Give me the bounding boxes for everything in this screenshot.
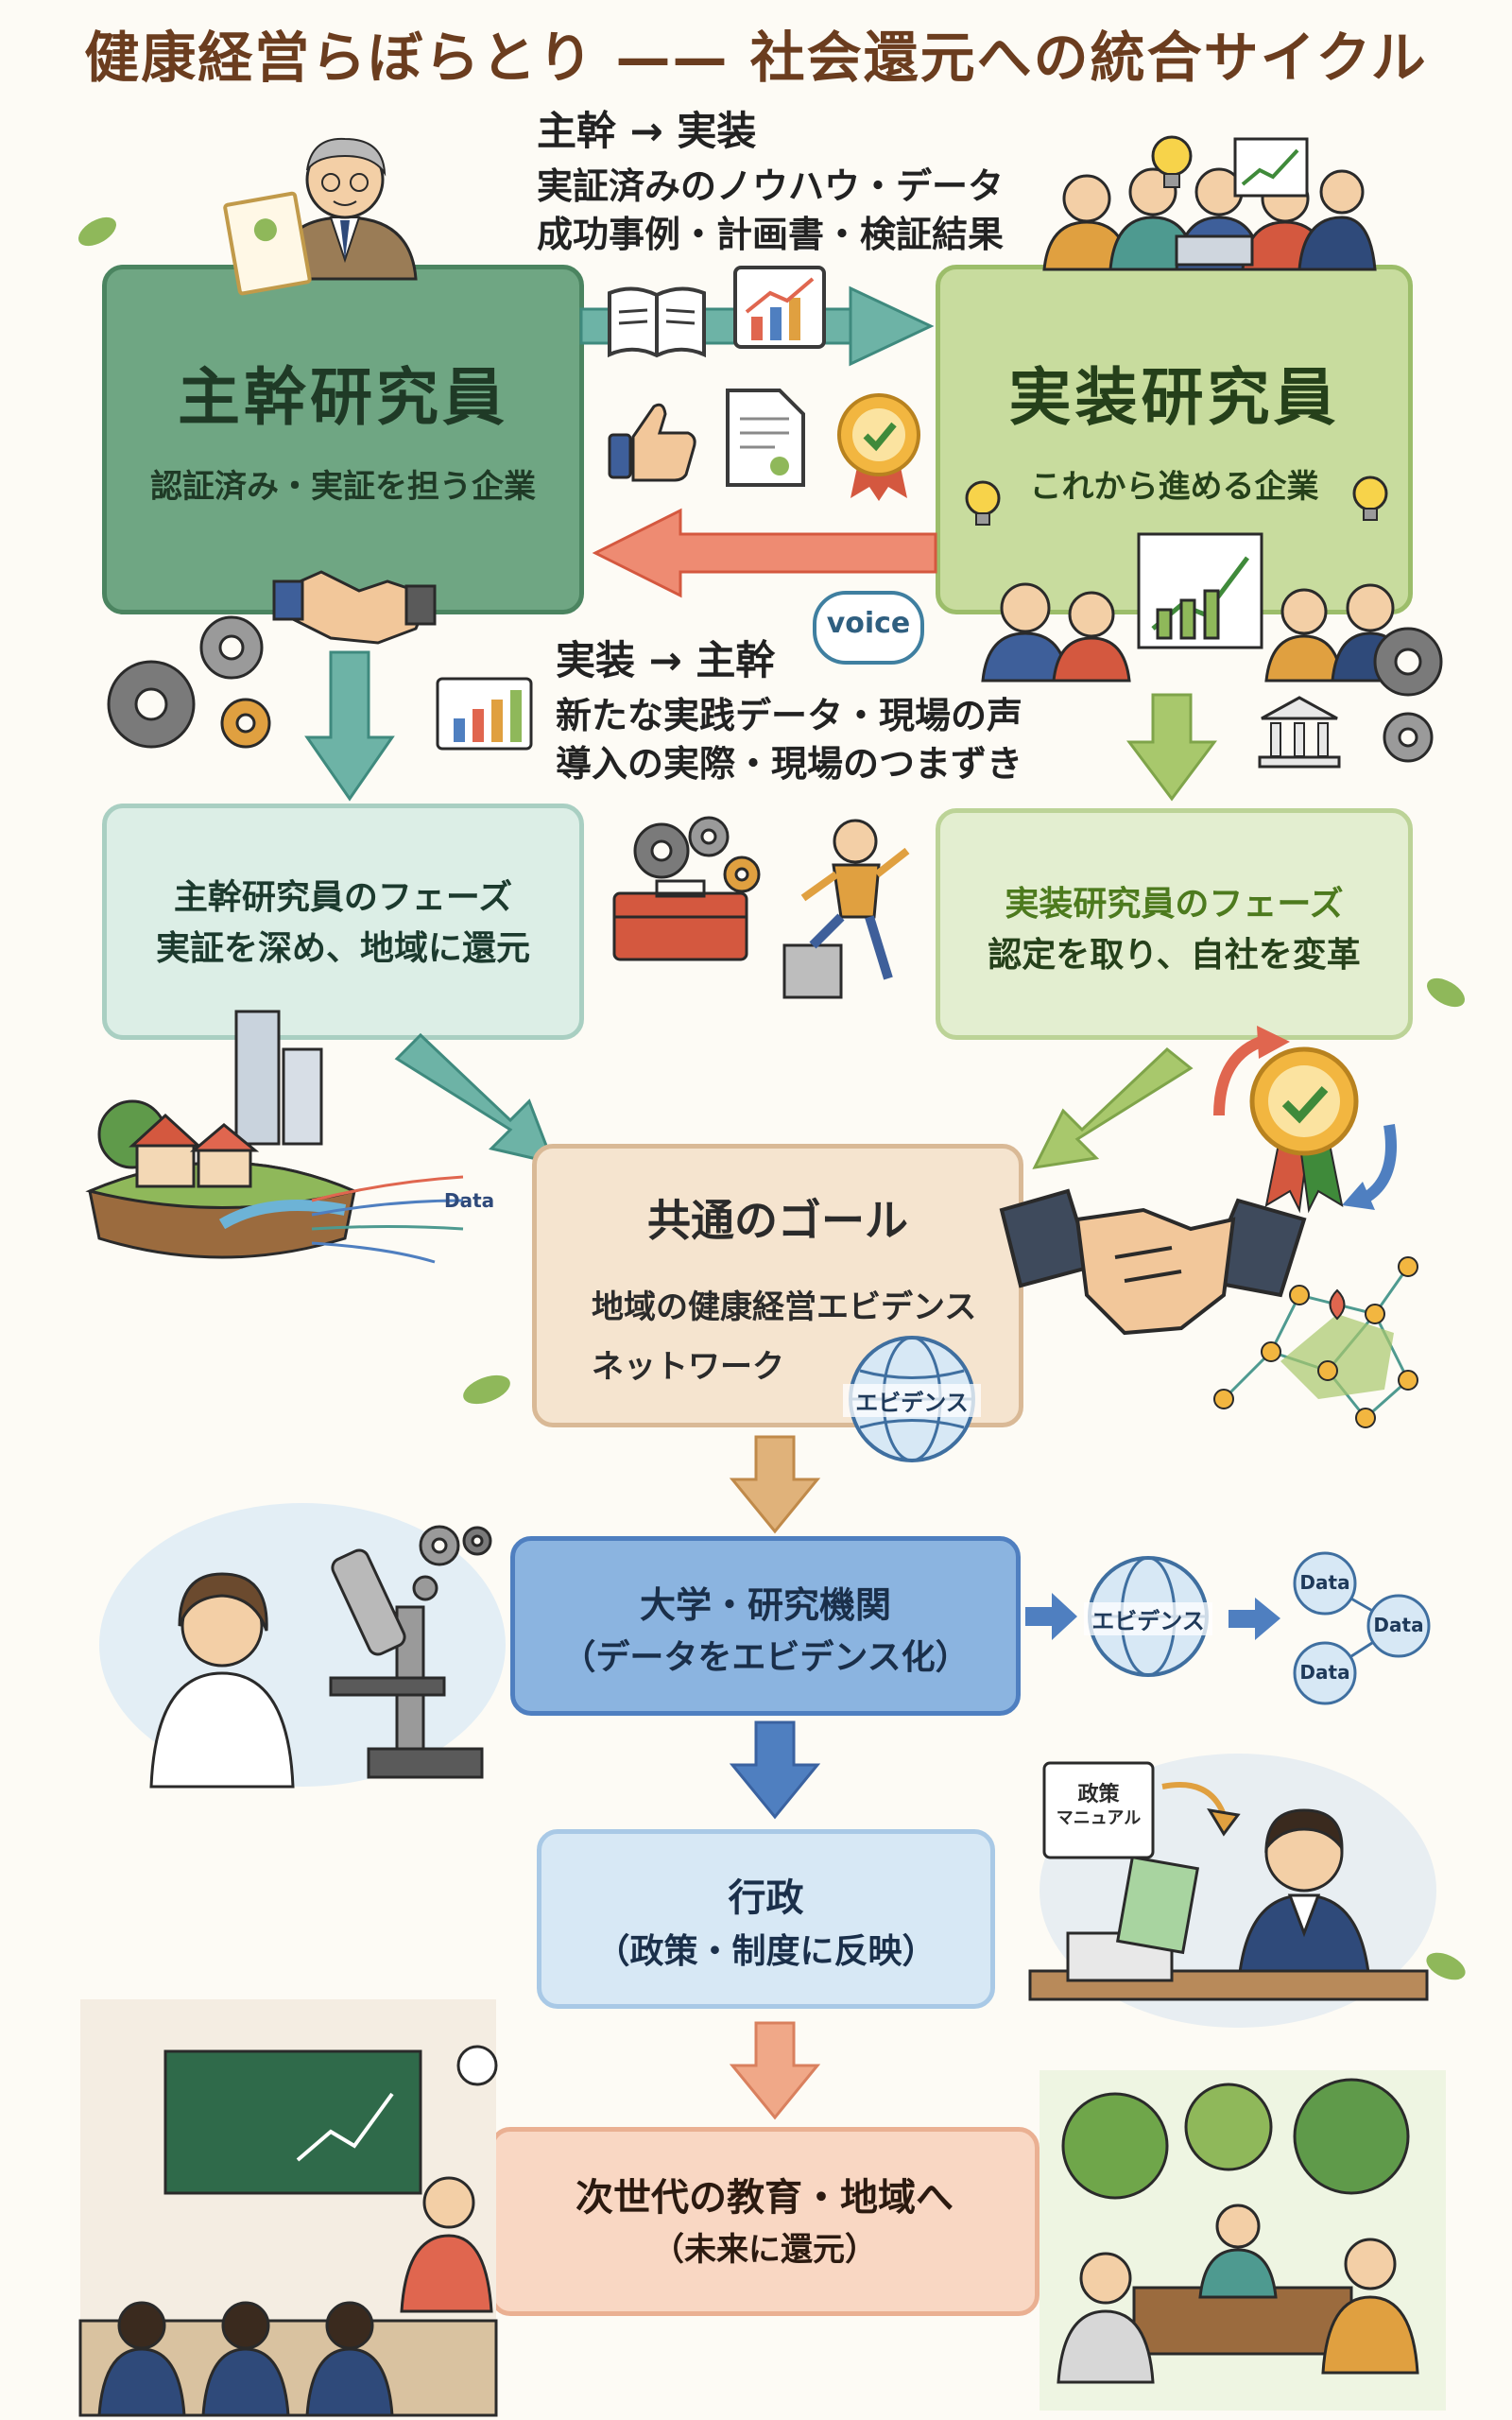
impl-phase-box: 実装研究員のフェーズ 認定を取り、自社を変革 — [936, 808, 1413, 1040]
goal-line2: ネットワーク — [592, 1348, 784, 1386]
government-box: 行政 （政策・制度に反映） — [537, 1829, 995, 2009]
lead-phase-line2: 実証を深め、地域に還元 — [155, 929, 530, 968]
classroom-illustration — [78, 1999, 498, 2417]
lead-researcher-title: 主幹研究員 — [178, 361, 508, 434]
toolbox-illustration — [612, 816, 761, 961]
university-line2: （データをエビデンス化） — [561, 1638, 970, 1677]
arrow-goal-to-university — [729, 1435, 821, 1534]
lead-researcher-box: 主幹研究員 認証済み・実証を担う企業 — [102, 265, 584, 614]
community-garden-illustration — [1040, 2070, 1446, 2411]
arrow-lead-down — [304, 650, 395, 802]
checklist-icon — [726, 389, 805, 487]
award-badge-icon — [837, 393, 920, 501]
bank-icon — [1258, 696, 1341, 769]
goal-line1: 地域の健康経営エビデンス — [592, 1288, 977, 1326]
lightbulb-right-icon — [1352, 475, 1388, 521]
goal-title: 共通のゴール — [647, 1195, 908, 1246]
arrow-impl-down — [1126, 693, 1217, 802]
arrow-globe-to-data — [1228, 1598, 1280, 1640]
lead-researcher-illustration — [223, 137, 418, 296]
lead-researcher-subtitle: 認証済み・実証を担う企業 — [150, 468, 536, 506]
flow-impl-to-lead: 実装 → 主幹 新たな実践データ・現場の声 導入の実際・現場のつまずき — [556, 629, 1022, 789]
data-node-3: Data — [1299, 1661, 1350, 1684]
thumbs-up-icon — [608, 403, 696, 482]
voice-bubble-text: voice — [826, 607, 911, 640]
data-node-2: Data — [1373, 1614, 1424, 1636]
impl-researcher-title: 実装研究員 — [1008, 361, 1340, 434]
arrow-gov-to-education — [729, 2021, 821, 2120]
impl-team-illustration — [1042, 167, 1377, 271]
data-nodes-connector — [1293, 1551, 1431, 1705]
data-node-1: Data — [1299, 1571, 1350, 1594]
impl-phase-line1: 実装研究員のフェーズ — [1005, 885, 1344, 924]
town-landscape-illustration — [85, 1010, 359, 1259]
growth-chart-icon — [1233, 137, 1309, 198]
flow-lead-to-impl: 主幹 → 実装 実証済みのノウハウ・データ 成功事例・計画書・検証結果 — [537, 99, 1004, 260]
leaf-decoration-icon-2 — [1427, 977, 1465, 1008]
arrow-lead-phase-to-goal — [394, 1032, 556, 1166]
flow-bottom-line1: 新たな実践データ・現場の声 — [556, 695, 1023, 736]
globe-label: エビデンス — [843, 1384, 981, 1417]
impl-team-chart-illustration — [981, 532, 1410, 683]
arrow-university-to-gov — [729, 1720, 821, 1820]
lead-phase-box: 主幹研究員のフェーズ 実証を深め、地域に還元 — [102, 804, 584, 1040]
open-book-icon — [608, 286, 706, 358]
flow-top-line2: 成功事例・計画書・検証結果 — [537, 214, 1005, 256]
gear-small-icon — [419, 1525, 492, 1566]
stepping-person-illustration — [782, 819, 910, 999]
evidence-globe-label: エビデンス — [1084, 1602, 1212, 1635]
flow-top-heading: 主幹 → 実装 — [537, 108, 757, 154]
leaf-decoration-icon — [78, 216, 116, 247]
gov-line1: 行政 — [728, 1876, 804, 1920]
arrow-impl-phase-to-goal — [1032, 1047, 1194, 1169]
gov-line2: （政策・制度に反映） — [595, 1932, 936, 1971]
chart-icon — [733, 266, 826, 349]
official-desk-illustration — [1028, 1754, 1436, 2028]
university-line1: 大学・研究機関 — [639, 1584, 891, 1626]
lightbulb-left-icon — [965, 480, 1001, 526]
location-pin-icon — [1329, 1288, 1346, 1321]
lightbulb-icon — [1151, 135, 1193, 188]
data-streams-icon — [311, 1175, 464, 1264]
education-line1: 次世代の教育・地域へ — [576, 2176, 954, 2220]
scientist-microscope-illustration — [99, 1503, 506, 1789]
university-box: 大学・研究機関 （データをエビデンス化） — [510, 1536, 1021, 1716]
leaf-decoration-icon-4 — [1426, 1952, 1466, 1980]
data-stream-label: Data — [444, 1189, 495, 1212]
policy-manual-label: 政策 マニュアル — [1044, 1782, 1153, 1829]
arrow-university-to-globe — [1025, 1593, 1077, 1640]
voice-bubble: voice — [813, 591, 924, 665]
network-map-illustration — [1213, 1256, 1418, 1428]
flow-bottom-heading: 実装 → 主幹 — [556, 637, 776, 683]
handshake-icon — [272, 570, 437, 645]
policy-manual-line1: 政策 — [1077, 1783, 1120, 1806]
impl-researcher-subtitle: これから進める企業 — [1029, 468, 1319, 506]
impl-phase-line2: 認定を取り、自社を変革 — [988, 936, 1361, 975]
big-handshake-illustration — [999, 1188, 1307, 1336]
gear-right-icon — [1373, 627, 1443, 763]
flow-top-line1: 実証済みのノウハウ・データ — [537, 165, 1005, 207]
flow-bottom-line2: 導入の実際・現場のつまずき — [556, 743, 1023, 786]
page-title: 健康経営らぼらとり —— 社会還元への統合サイクル — [84, 26, 1428, 90]
small-chart-icon — [436, 677, 533, 751]
arrow-impl-to-lead — [592, 508, 937, 598]
certification-award-icon — [1213, 1026, 1397, 1214]
policy-manual-line2: マニュアル — [1056, 1807, 1142, 1828]
education-line2: （未来に還元） — [652, 2231, 877, 2269]
education-box: 次世代の教育・地域へ （未来に還元） — [490, 2127, 1040, 2316]
lead-phase-line1: 主幹研究員のフェーズ — [173, 878, 513, 917]
gear-cluster-icon — [107, 615, 271, 749]
leaf-decoration-icon-3 — [463, 1374, 510, 1405]
